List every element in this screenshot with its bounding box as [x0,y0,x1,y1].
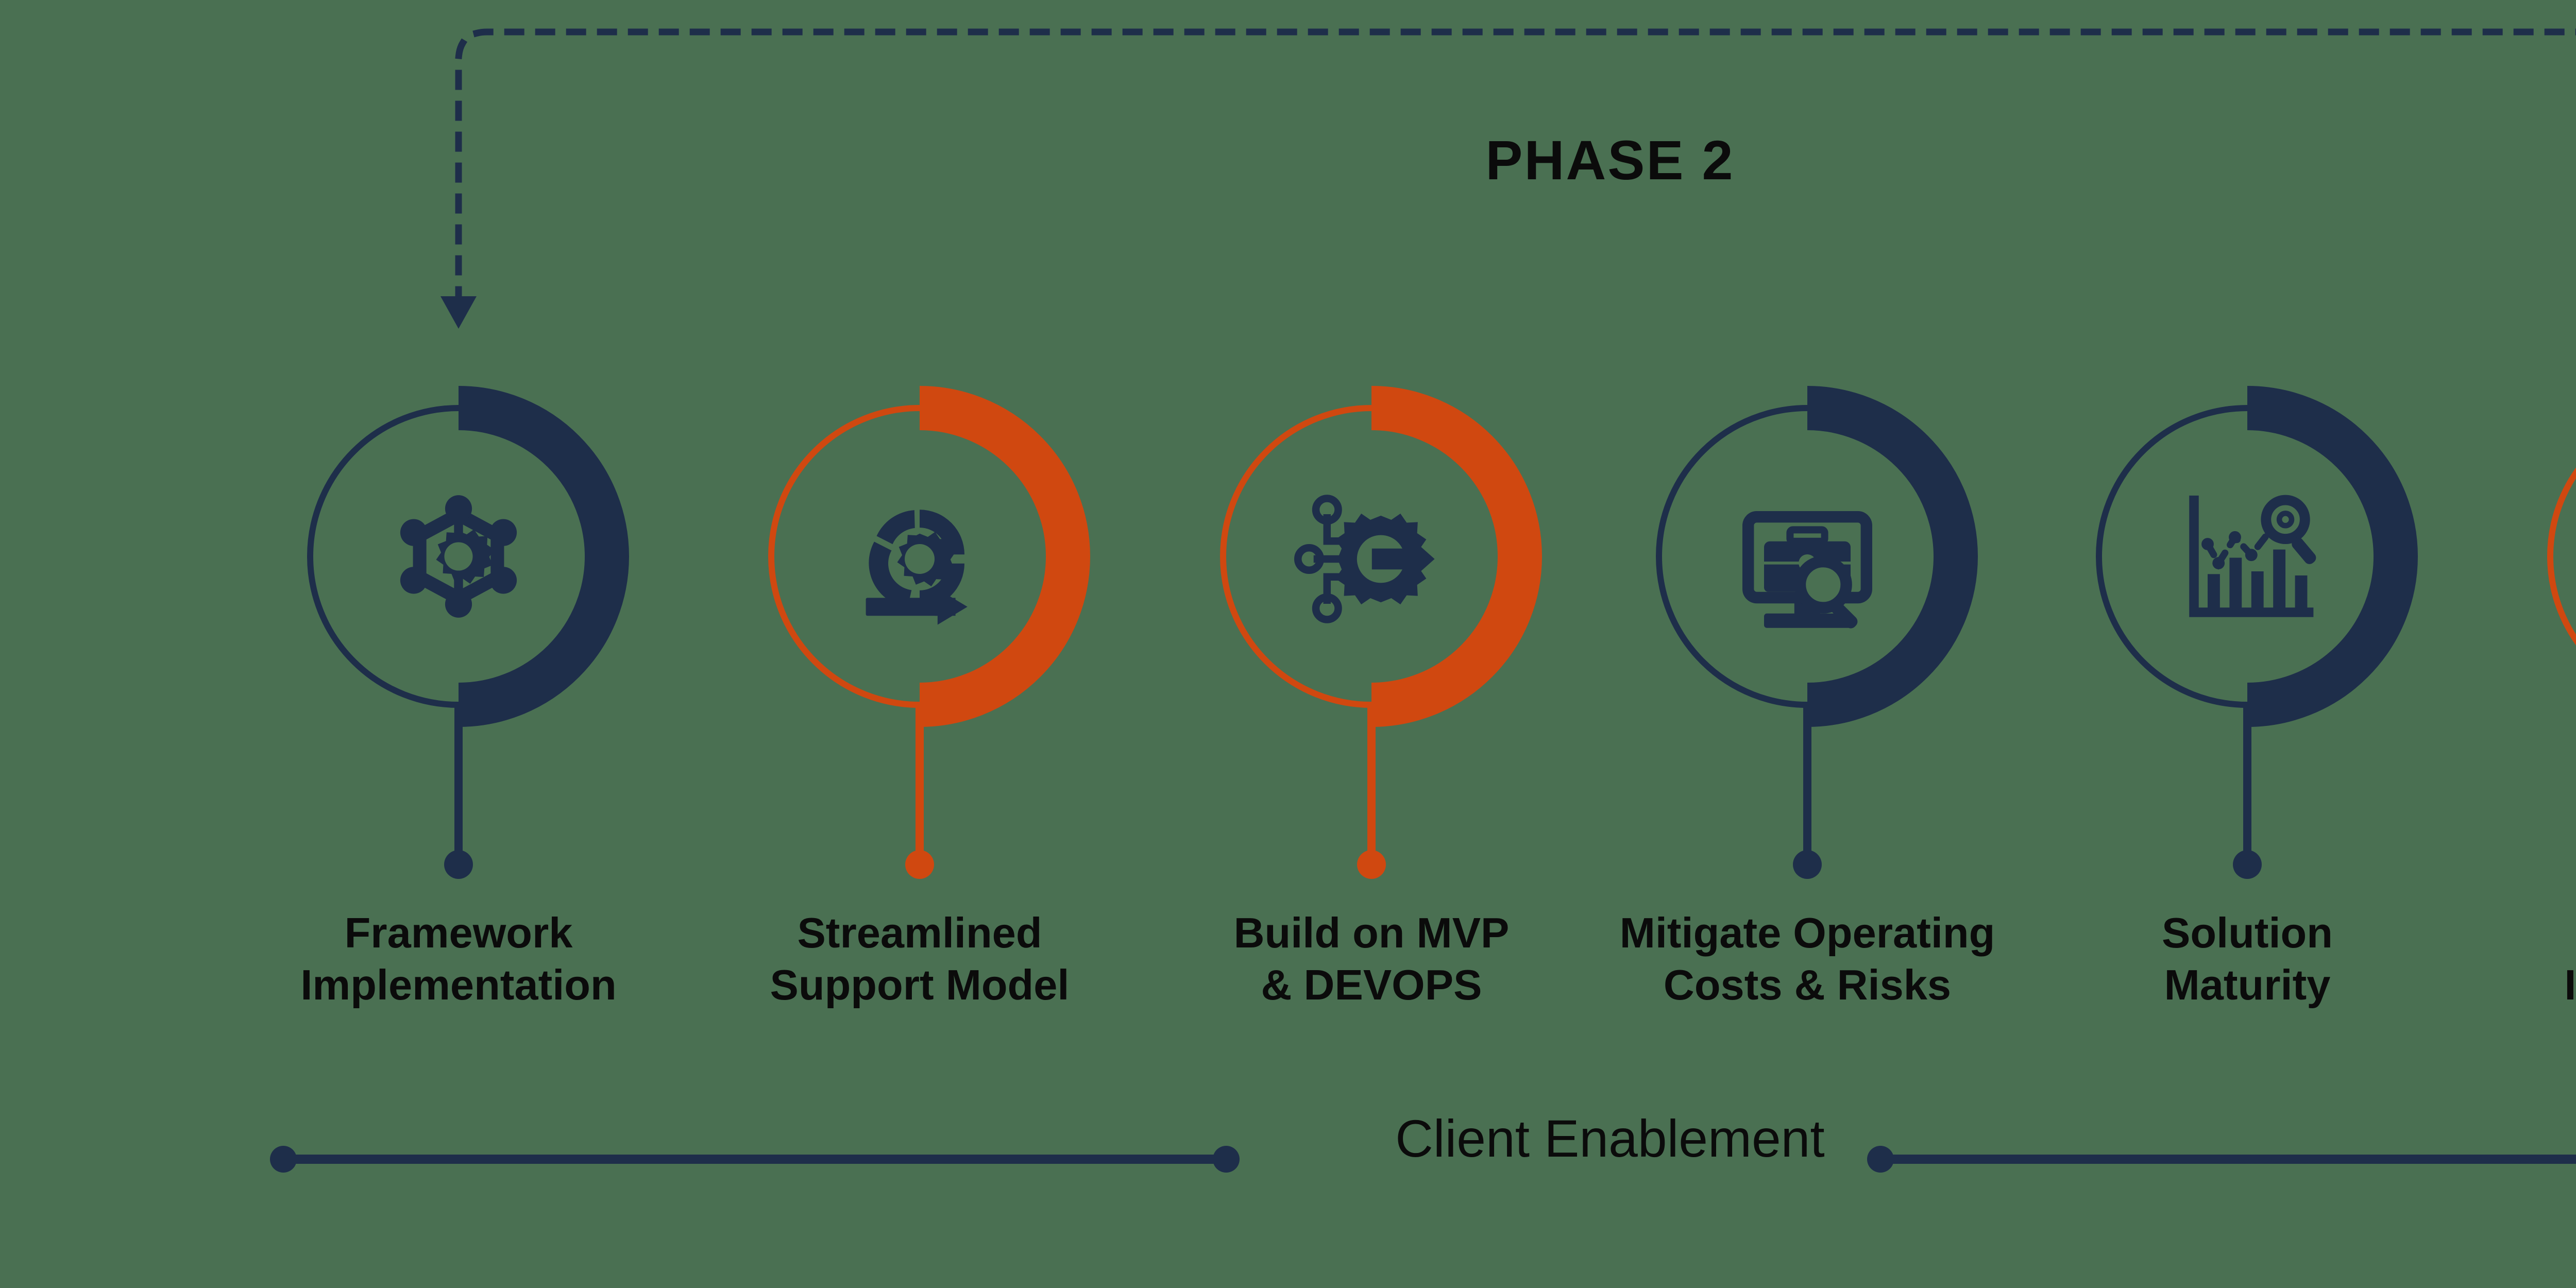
rule-left-dot-start [270,1146,297,1173]
ring-thick-arc-2 [919,386,1090,727]
ring-thick-arc-3 [1371,386,1542,727]
step-label-3: Build on MVP & DEVOPS [1233,909,1510,1009]
network-gear-icon [400,495,517,618]
step-node-6[interactable] [2547,408,2576,879]
step-label-2: Streamlined Support Model [770,909,1070,1009]
step-node-3[interactable] [1220,386,1542,879]
step-node-4[interactable] [1656,386,1978,879]
stem-dot-4 [1793,850,1822,879]
step-label-4: Mitigate Operating Costs & Risks [1619,909,1995,1009]
arrowhead-icon [440,296,477,329]
stem-dot-1 [444,850,473,879]
ring-thick-arc-5 [2247,386,2418,727]
phase-return-arrow [440,28,2576,329]
stem-dot-5 [2233,850,2262,879]
ring-thin-6 [2547,467,2576,646]
rule-right-dot-start [1867,1146,1894,1173]
ring-thick-arc-4 [1807,386,1978,727]
stem-dot-3 [1357,850,1386,879]
step-node-1[interactable] [307,386,629,879]
step-node-5[interactable] [2096,386,2418,879]
monitor-briefcase-search-icon [1748,517,1867,631]
bar-chart-magnifier-icon [2194,495,2318,613]
step-label-6: Continuous Improvement [2564,961,2576,1009]
gear-pipeline-arrow-icon [1298,499,1434,620]
step-label-1: Framework Implementation [300,909,617,1009]
client-enablement-rule [270,1146,2576,1173]
step-label-5: Solution Maturity [2162,909,2333,1009]
ring-thick-arc-1 [458,386,629,727]
rule-left-dot-end [1213,1146,1240,1173]
page-title: PHASE 2 [1485,129,1735,191]
agile-sprint-gear-icon [866,510,968,625]
footer-caption: Client Enablement [1395,1109,1825,1168]
step-node-2[interactable] [768,386,1090,879]
stem-dot-2 [905,850,934,879]
